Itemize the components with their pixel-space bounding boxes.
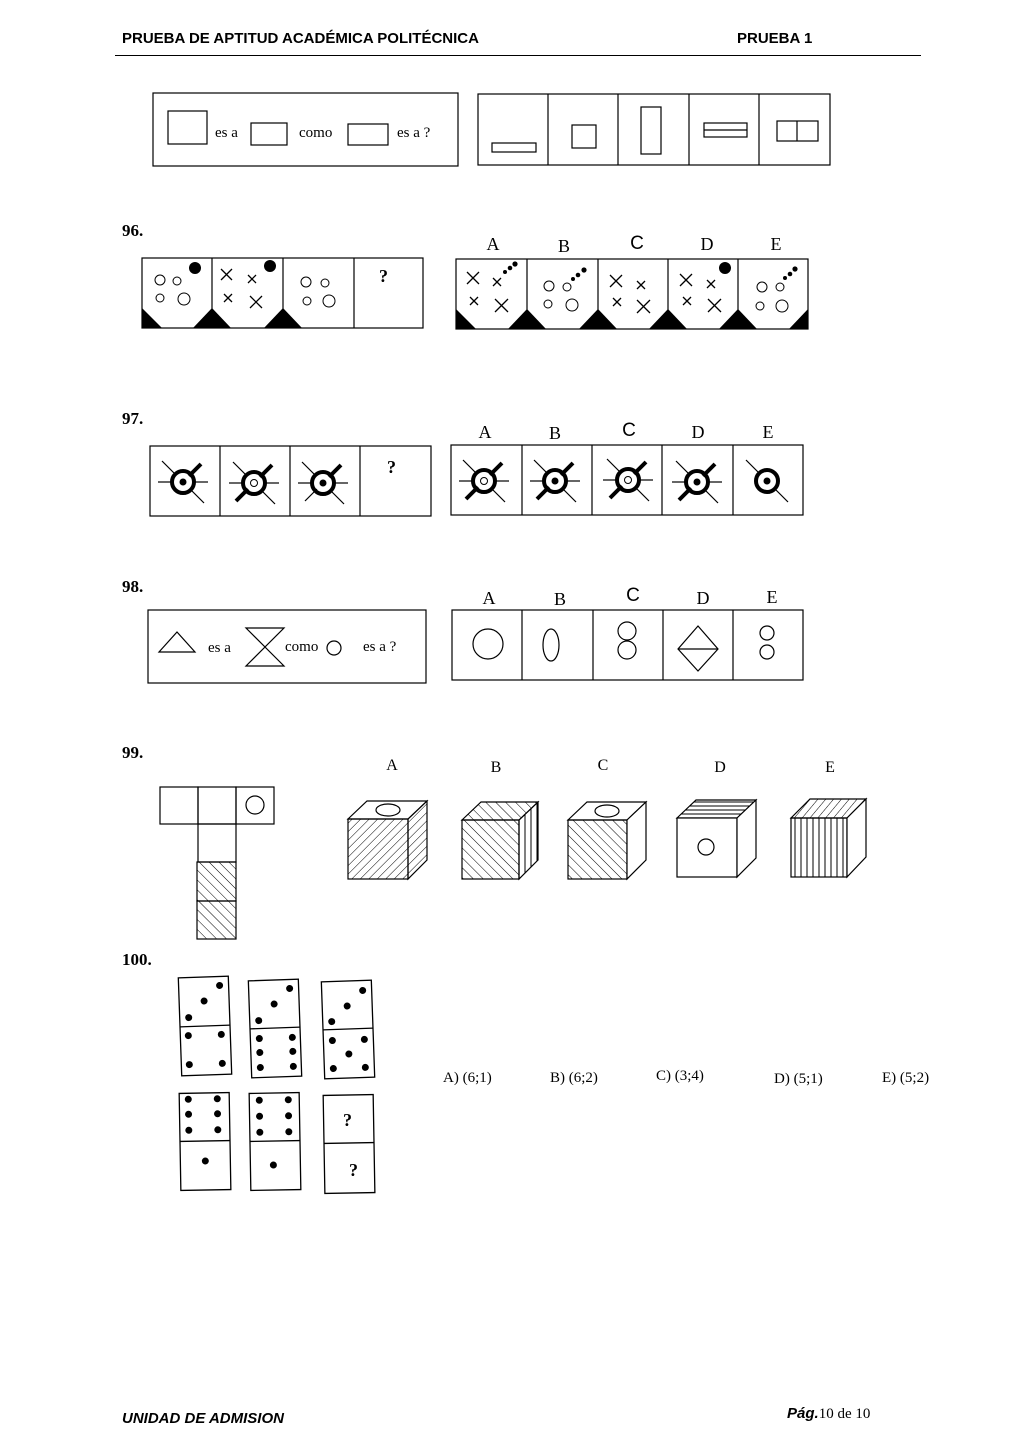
q98-number: 98. xyxy=(122,577,144,596)
q97-option-a-label: A xyxy=(478,422,492,442)
q98-es-a: es a xyxy=(208,640,231,656)
q100-question-mark-top: ? xyxy=(343,1110,352,1130)
q100-answer-a: A) (6;1) xyxy=(443,1070,492,1086)
q95-es-a-question: es a ? xyxy=(397,125,431,141)
q95-es-a: es a xyxy=(215,125,238,141)
q96-option-d-label: D xyxy=(700,234,714,254)
q99-option-c-label: C xyxy=(597,757,609,774)
q100-answer-c: C) (3;4) xyxy=(656,1068,704,1084)
q96-option-c-label: C xyxy=(630,233,644,254)
q99-option-e-label: E xyxy=(825,759,835,776)
q97-option-d-label: D xyxy=(691,422,705,442)
q100-number: 100. xyxy=(122,950,152,969)
footer-page-label: Pág. xyxy=(787,1405,819,1422)
q97-option-c-label: C xyxy=(622,420,636,441)
q98-option-e-label: E xyxy=(766,587,778,607)
footer-unit: UNIDAD DE ADMISION xyxy=(122,1410,284,1427)
q98-option-b-label: B xyxy=(553,589,566,609)
q97-number: 97. xyxy=(122,409,144,428)
q96-question-mark: ? xyxy=(379,266,388,286)
q98-option-a-label: A xyxy=(482,588,496,608)
q100-question-mark-bottom: ? xyxy=(349,1160,358,1180)
header-rule xyxy=(115,55,921,56)
q97-option-e-label: E xyxy=(762,422,774,442)
q97-option-b-label: B xyxy=(548,423,561,443)
q100-answer-e: E) (5;2) xyxy=(882,1070,930,1086)
footer-page-number: 10 de 10 xyxy=(818,1406,871,1422)
header-test-label: PRUEBA 1 xyxy=(737,30,813,47)
q96-option-e-label: E xyxy=(770,234,782,254)
q98-option-c-label: C xyxy=(626,585,640,606)
footer-page: Pág.10 de 10 xyxy=(787,1405,870,1423)
q98-option-d-label: D xyxy=(696,588,710,608)
header-title: PRUEBA DE APTITUD ACADÉMICA POLITÉCNICA xyxy=(122,30,479,47)
q98-como: como xyxy=(285,639,319,655)
q95-como: como xyxy=(299,125,333,141)
q96-number: 96. xyxy=(122,221,144,240)
q99-option-b-label: B xyxy=(490,759,502,776)
q100-answer-b: B) (6;2) xyxy=(550,1070,598,1086)
q98-es-a-question: es a ? xyxy=(363,639,397,655)
q99-option-d-label: D xyxy=(714,759,726,776)
q99-option-a-label: A xyxy=(386,757,398,774)
q100-answer-d: D) (5;1) xyxy=(774,1071,823,1087)
q96-option-b-label: B xyxy=(557,236,570,256)
q99-number: 99. xyxy=(122,743,144,762)
q96-option-a-label: A xyxy=(486,234,500,254)
q97-question-mark: ? xyxy=(387,457,396,477)
